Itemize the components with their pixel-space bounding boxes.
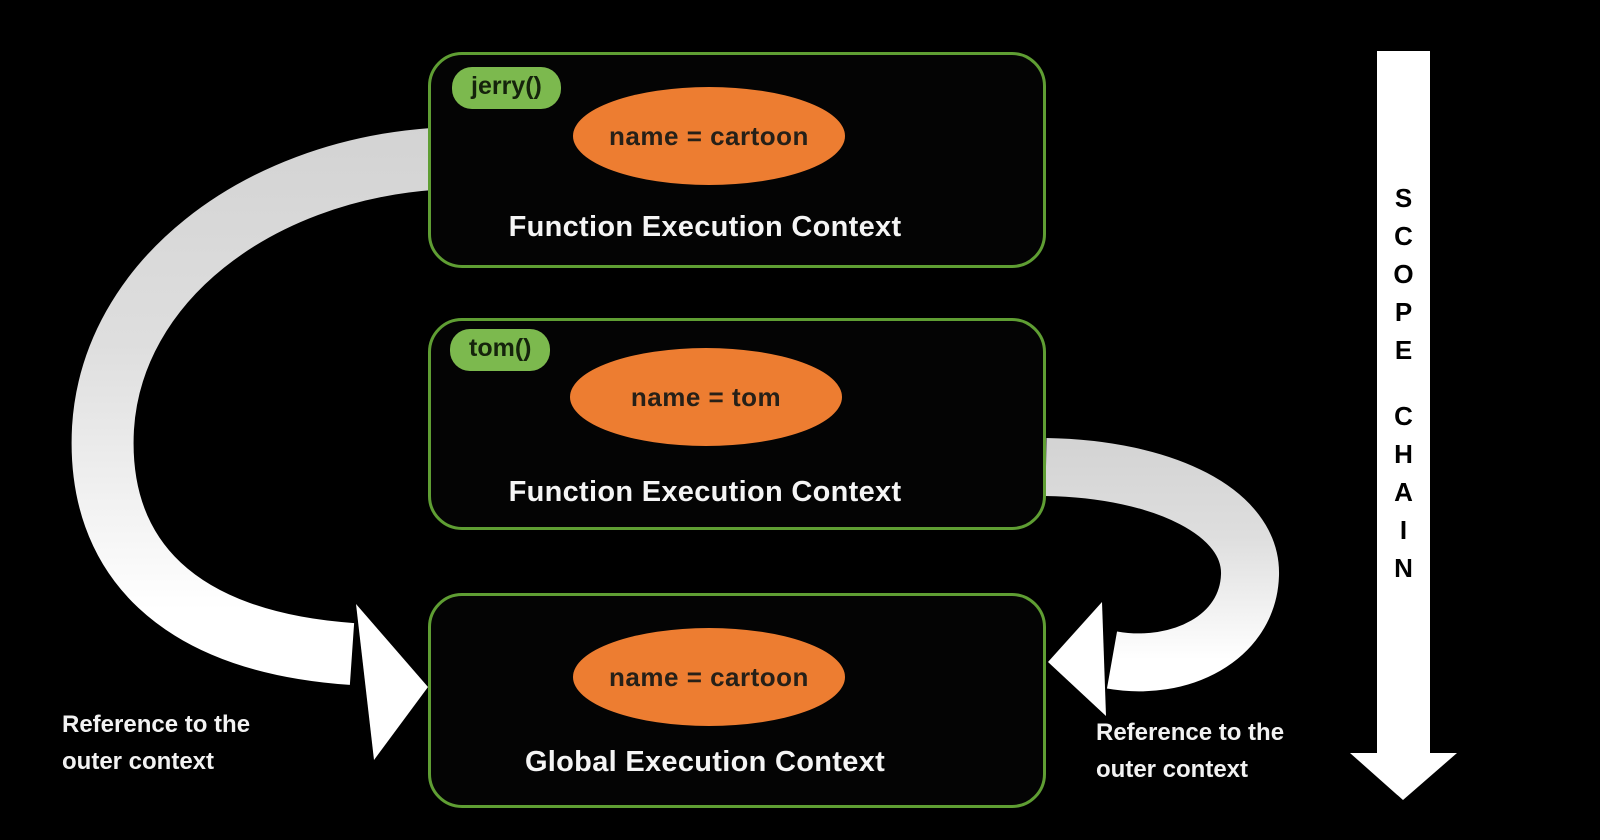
variable-ellipse-global: name = cartoon [573,628,845,726]
left-arrow-head [356,604,428,760]
variable-text-jerry: name = cartoon [609,120,809,151]
left-arrow-tail [71,128,435,685]
context-label-global: Global Execution Context [524,746,886,778]
variable-text-tom: name = tom [630,381,782,412]
right-reference-label: Reference to the outer context [1096,714,1284,788]
scope-chain-arrow-head [1350,753,1457,800]
left-outer-context-arrow [71,128,435,760]
variable-ellipse-jerry: name = cartoon [573,87,845,185]
left-reference-label: Reference to the outer context [62,706,250,780]
context-label-tom: Function Execution Context [508,476,902,508]
global-execution-context: name = cartoon Global Execution Context [428,593,1046,808]
function-name-badge-jerry: jerry() [452,67,561,109]
context-label-jerry: Function Execution Context [508,211,902,243]
scope-chain-arrow-shaft [1377,51,1430,753]
function-execution-context-tom: tom() name = tom Function Execution Cont… [428,318,1046,530]
left-reference-line1: Reference to the [62,711,251,738]
variable-ellipse-tom: name = tom [570,348,842,446]
right-arrow-tail [1045,438,1279,692]
right-arrow-head [1048,602,1106,716]
right-outer-context-arrow [1045,438,1279,716]
left-reference-line2: outer context [62,748,215,775]
function-name-badge-tom: tom() [450,329,551,371]
variable-text-global: name = cartoon [609,661,809,692]
function-execution-context-jerry: jerry() name = cartoon Function Executio… [428,52,1046,268]
right-reference-line2: outer context [1096,756,1249,783]
right-reference-line1: Reference to the [1096,719,1285,746]
scope-chain-arrow [1350,51,1457,800]
